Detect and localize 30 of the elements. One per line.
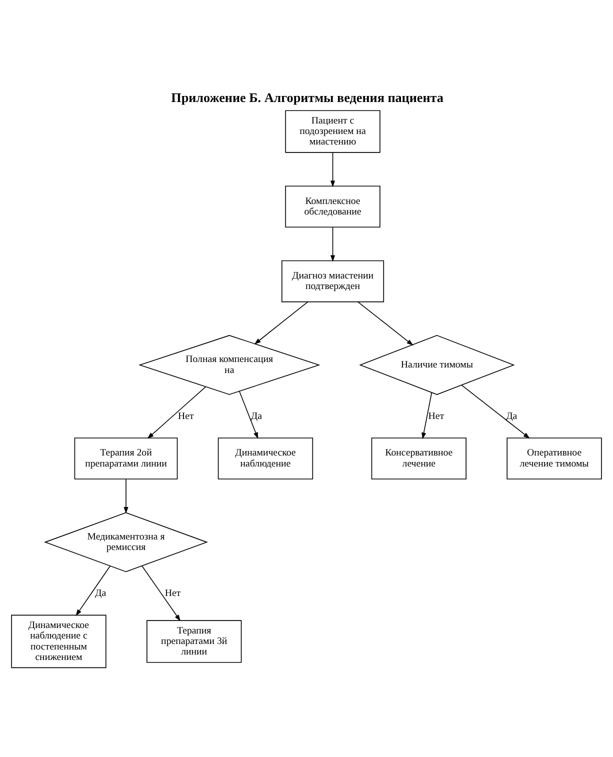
node-box: Динамическое наблюдение с постепенным снижением: [11, 614, 106, 668]
edge-label: Да: [250, 410, 262, 422]
node-box: Динамическое наблюдение: [218, 438, 314, 480]
arrow: [254, 302, 308, 344]
arrow: [142, 565, 181, 622]
edge-label: Нет: [164, 588, 181, 600]
diagram-title: Приложение Б. Алгоритмы ведения пациента: [171, 90, 444, 106]
arrow: [239, 390, 258, 439]
arrow: [330, 152, 336, 188]
node-diamond: Медикаментозна я ремиссия: [44, 512, 208, 572]
node-box: Диагноз миастении подтвержден: [281, 260, 384, 302]
edge-label: Да: [95, 588, 106, 600]
node-box: Оперативное лечение тимомы: [506, 438, 602, 480]
edge-label: Нет: [428, 410, 444, 422]
node-box: Терапия препаратами 3й линии: [146, 620, 242, 663]
node-diamond: Наличие тимомы: [359, 334, 515, 395]
node-box: Терапия 2ой препаратами линии: [74, 438, 178, 480]
arrow: [330, 226, 336, 262]
arrow: [358, 302, 414, 346]
node-diamond: Полная компенсация на: [138, 335, 320, 395]
arrow: [461, 384, 530, 439]
node-box: Консервативное лечение: [371, 438, 466, 480]
arrow: [422, 392, 432, 440]
arrow: [76, 566, 110, 616]
edge-label: Нет: [178, 410, 194, 422]
arrow: [147, 386, 206, 439]
node-box: Комплексное обследование: [285, 186, 380, 228]
node-box: Пациент с подозрением на миастению: [285, 110, 380, 153]
arrow: [124, 478, 128, 514]
edge-label: Да: [506, 410, 518, 422]
